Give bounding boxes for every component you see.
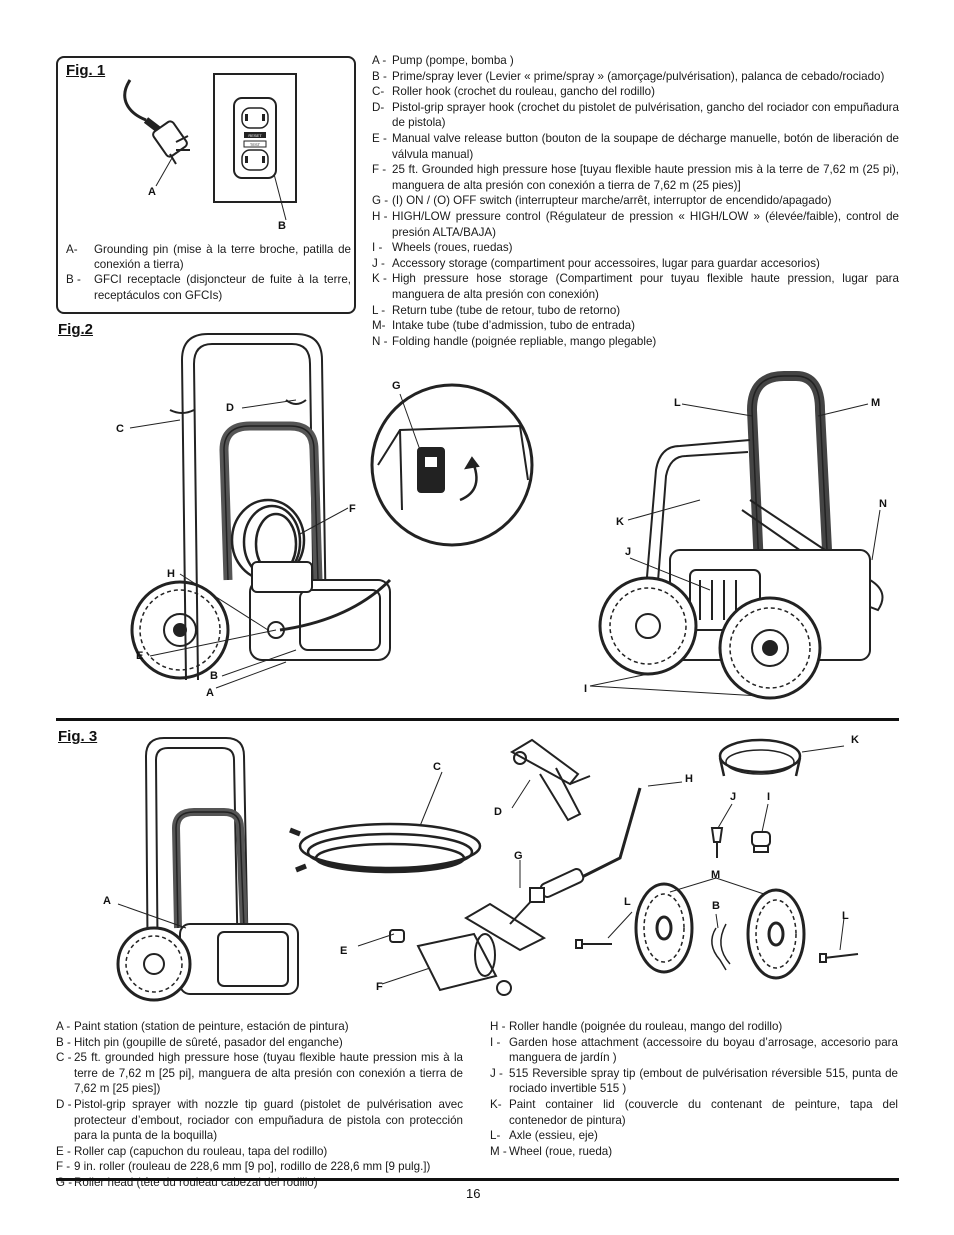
fig3-legend-item: J -515 Reversible spray tip (embout de p…	[490, 1066, 898, 1096]
spray-tip-illustration	[710, 827, 724, 858]
fig3-callout-i: I	[767, 791, 771, 803]
fig3-legend-item: B -Hitch pin (goupille de sûreté, pasado…	[56, 1035, 343, 1049]
plug-illustration	[123, 79, 190, 187]
footer-divider	[56, 1178, 899, 1181]
fig2-callout-f: F	[349, 503, 356, 515]
fig3-legend-item: D -Pistol-grip sprayer with nozzle tip g…	[56, 1097, 463, 1143]
fig3-callout-j: J	[730, 791, 737, 803]
fig1-panel	[56, 56, 356, 314]
fig2-leader-lines	[129, 393, 881, 697]
roller-handle-illustration	[539, 787, 642, 898]
fig3-callout-d: D	[494, 806, 502, 818]
fig2-legend-item: G -(I) ON / (O) OFF switch (interrupteur…	[372, 194, 832, 208]
fig3-callout-b: B	[712, 900, 720, 912]
high-pressure-hose-illustration	[289, 822, 482, 874]
fig1-callout-a: A	[148, 186, 156, 198]
fig3-callout-h: H	[685, 773, 693, 785]
paint-station-rear-illustration	[598, 371, 884, 700]
fig2-callout-m: M	[871, 397, 881, 409]
fig2-legend-item: N -Folding handle (poignée repliable, ma…	[372, 334, 657, 348]
fig2-callout-a: A	[206, 687, 214, 699]
fig2-legend-item: E -Manual valve release button (bouton d…	[372, 131, 899, 161]
fig3-callout-a: A	[103, 895, 111, 907]
fig2-callout-i: I	[584, 683, 588, 695]
fig2-illustration	[129, 333, 884, 700]
fig2-legend-item: D-Pistol-grip sprayer hook (crochet du p…	[372, 100, 899, 130]
fig3-illustration	[116, 737, 859, 1002]
fig1-callout-b: B	[278, 220, 286, 232]
fig2-legend-item: J -Accessory storage (compartiment pour …	[372, 256, 820, 270]
fig2-legend-item: L -Return tube (tube de retour, tubo de …	[372, 303, 621, 317]
fig3-legend-item: F -9 in. roller (rouleau de 228,6 mm [9 …	[56, 1160, 431, 1174]
fig2-callout-e: E	[136, 650, 144, 662]
fig3-legend-item: E -Roller cap (capuchon du rouleau, tapa…	[56, 1144, 328, 1158]
fig3-legend-item: A -Paint station (station de peinture, e…	[56, 1020, 349, 1033]
test-button-label: TEST	[250, 142, 261, 147]
fig2-callout-j: J	[625, 546, 632, 558]
fig2-legend-item: B -Prime/spray lever (Levier « prime/spr…	[372, 69, 885, 83]
garden-hose-attachment-illustration	[751, 831, 771, 853]
fig3-legend-right: H -Roller handle (poignée du rouleau, ma…	[490, 1019, 898, 1159]
reset-button-label: RESET	[248, 133, 262, 138]
fig3-legend-item: H -Roller handle (poignée du rouleau, ma…	[490, 1020, 783, 1033]
fig2-callout-g: G	[392, 380, 401, 392]
fig1-title: Fig. 1	[66, 62, 106, 79]
fig3-callout-e: E	[340, 945, 348, 957]
hitch-pin-illustration	[711, 923, 731, 971]
fig3-callout-f: F	[376, 981, 383, 993]
roller-illustration	[389, 929, 512, 996]
fig1-legend-item: B - GFCI receptacle (disjoncteur de fuit…	[66, 273, 351, 302]
roller-head-illustration	[464, 887, 547, 952]
fig3-legend-item: I -Garden hose attachment (accessoire du…	[490, 1035, 898, 1065]
page-number: 16	[466, 1186, 481, 1201]
section-divider	[56, 718, 899, 721]
pistol-grip-sprayer-illustration	[509, 738, 591, 822]
fig1-legend: A- Grounding pin (mise à la terre broche…	[66, 242, 351, 303]
fig2-legend-item: M-Intake tube (tube d’admission, tubo de…	[372, 319, 635, 333]
fig3-legend-item: L-Axle (essieu, eje)	[490, 1129, 598, 1143]
fig2-callout-l: L	[674, 397, 681, 409]
fig3-legend-item: C -25 ft. grounded high pressure hose (t…	[56, 1051, 463, 1096]
fig3-callout-k: K	[851, 734, 859, 746]
fig2-callout-n: N	[879, 498, 887, 510]
axle-illustration	[575, 939, 859, 963]
fig3-callout-l-right: L	[842, 910, 849, 922]
fig2-callout-h: H	[167, 568, 175, 580]
fig2-legend-item: A -Pump (pompe, bomba )	[372, 54, 514, 67]
fig2-callout-b: B	[210, 670, 218, 682]
wheels-illustration	[634, 882, 806, 980]
fig2-legend-item: I -Wheels (roues, ruedas)	[372, 241, 513, 255]
fig2-legend-item: H -HIGH/LOW pressure control (Régulateur…	[372, 209, 899, 239]
on-off-switch-inset-illustration	[370, 383, 534, 547]
fig3-callout-l-left: L	[624, 896, 631, 908]
fig3-callout-c: C	[433, 761, 441, 773]
fig2-legend-item: F -25 ft. Grounded high pressure hose [t…	[372, 163, 899, 192]
fig2-callout-k: K	[616, 516, 624, 528]
fig3-legend-left: A -Paint station (station de peinture, e…	[56, 1019, 463, 1191]
fig2-legend-item: K -High pressure hose storage (Compartim…	[372, 272, 899, 301]
fig3-legend-item: K-Paint container lid (couvercle du cont…	[490, 1097, 898, 1127]
fig2-callout-c: C	[116, 423, 124, 435]
fig3-title: Fig. 3	[58, 728, 98, 745]
fig3-leader-lines	[117, 745, 845, 985]
fig1-illustration: RESET TEST	[123, 73, 297, 221]
fig3-legend-item: M -Wheel (roue, rueda)	[490, 1144, 613, 1158]
fig3-callout-m: M	[711, 869, 721, 881]
gfci-receptacle-illustration: RESET TEST	[213, 73, 297, 221]
fig2-legend: A -Pump (pompe, bomba ) B -Prime/spray l…	[372, 53, 899, 349]
fig3-callout-g: G	[514, 850, 523, 862]
fig2-legend-item: C-Roller hook (crochet du rouleau, ganch…	[372, 85, 655, 99]
paint-station-front-illustration	[130, 333, 392, 681]
fig2-title: Fig.2	[58, 321, 94, 338]
fig1-legend-item: A- Grounding pin (mise à la terre broche…	[66, 243, 351, 272]
fig2-callout-d: D	[226, 402, 234, 414]
paint-container-lid-illustration	[718, 738, 802, 777]
paint-station-illustration	[116, 737, 299, 1002]
